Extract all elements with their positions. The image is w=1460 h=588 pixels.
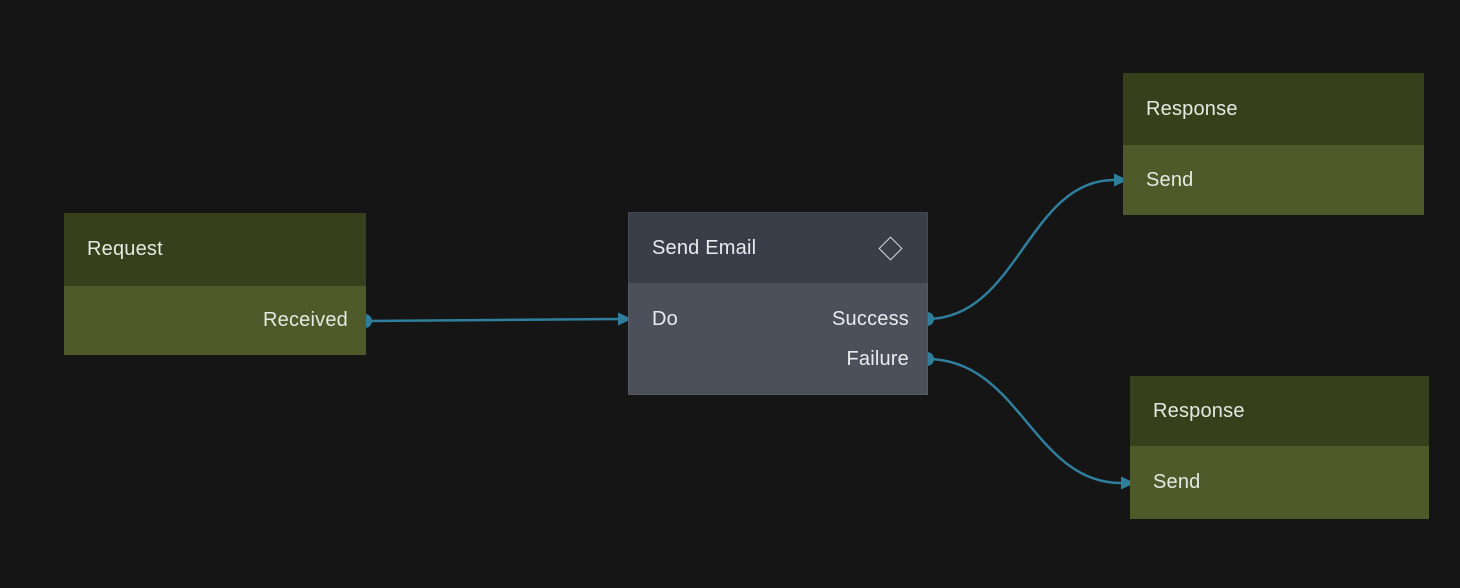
port-row-send-top: Send	[1123, 169, 1424, 192]
node-send-email-title: Send Email	[652, 236, 757, 259]
node-request-header[interactable]: Request	[64, 213, 366, 286]
node-response-success-header[interactable]: Response	[1123, 73, 1424, 145]
node-response-failure-body: Send	[1130, 446, 1429, 519]
port-row-do-success: Do Success	[629, 299, 927, 339]
port-row-failure: Failure	[629, 339, 927, 379]
port-label-success: Success	[832, 307, 909, 330]
node-response-failure-title: Response	[1153, 399, 1245, 422]
node-response-success[interactable]: Response Send	[1123, 73, 1424, 215]
node-response-failure[interactable]: Response Send	[1130, 376, 1429, 519]
edge-failure-to-response[interactable]	[925, 357, 1123, 485]
port-row-send-bottom: Send	[1130, 471, 1429, 494]
node-response-failure-header[interactable]: Response	[1130, 376, 1429, 446]
port-label-received: Received	[263, 309, 348, 331]
port-label-failure: Failure	[846, 347, 909, 370]
node-send-email[interactable]: Send Email Do Success Failure	[628, 212, 928, 395]
node-response-success-body: Send	[1123, 145, 1424, 215]
node-response-success-title: Response	[1146, 97, 1238, 120]
node-request-title: Request	[87, 238, 163, 260]
port-label-send-bottom: Send	[1153, 471, 1201, 493]
node-send-email-header[interactable]: Send Email	[628, 212, 928, 283]
node-request[interactable]: Request Received	[64, 213, 366, 355]
port-row-received: Received	[64, 309, 366, 332]
node-send-email-body: Do Success Failure	[628, 283, 928, 395]
port-label-do: Do	[652, 307, 678, 330]
port-label-send-top: Send	[1146, 168, 1194, 191]
edge-success-to-response[interactable]	[925, 178, 1116, 321]
edge-received-to-do[interactable]	[363, 317, 620, 323]
node-request-body: Received	[64, 286, 366, 355]
diamond-icon	[878, 235, 903, 261]
